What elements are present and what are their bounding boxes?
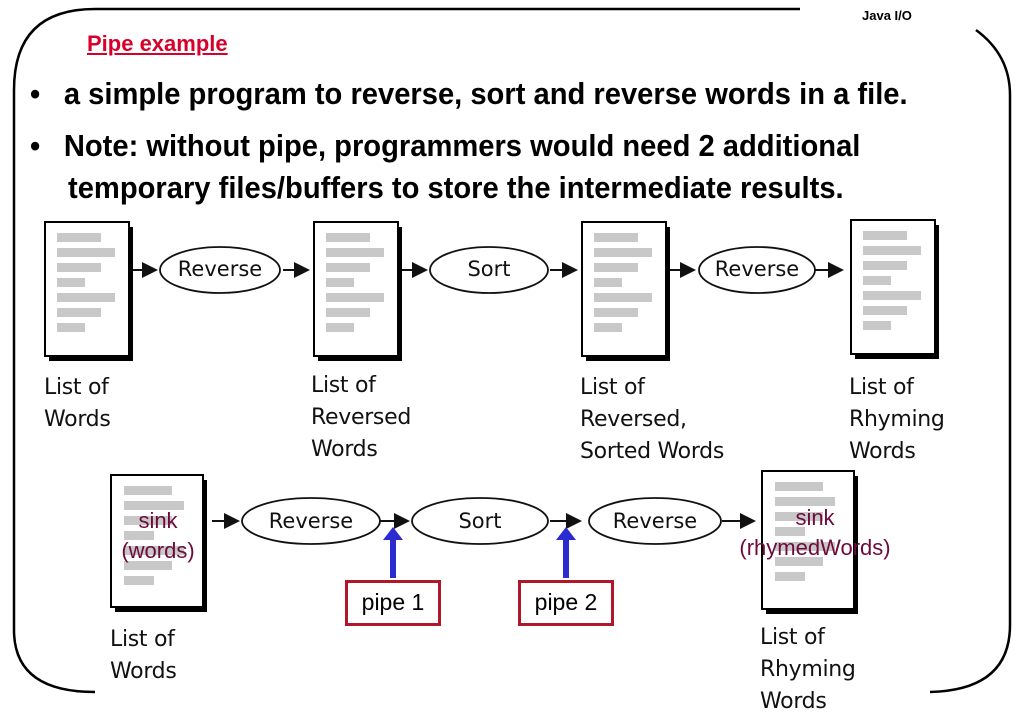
pipe-2-box: pipe 2 [518, 580, 614, 626]
bottom-node-sort [411, 497, 549, 545]
caption-line: Words [849, 439, 916, 464]
bottom-node-reverse-1-label: Reverse [269, 509, 353, 533]
caption-line: Words [760, 689, 827, 714]
bottom-node-reverse-2-label: Reverse [613, 509, 697, 533]
sink-label-line: sink [138, 508, 178, 533]
top-caption-3: List of Reversed, Sorted Words [580, 372, 724, 468]
bullet-1: • a simple program to reverse, sort and r… [30, 72, 908, 116]
bullet-dot-icon: • [30, 76, 41, 111]
caption-line: List of [44, 375, 109, 400]
top-node-reverse-2-label: Reverse [715, 257, 799, 281]
document-icon [581, 221, 673, 368]
bullet-2-text-line-1: Note: without pipe, programmers would ne… [63, 128, 861, 163]
top-caption-1: List of Words [44, 372, 111, 436]
caption-line: Reversed [311, 405, 411, 430]
document-icon [313, 221, 405, 368]
caption-line: Words [44, 407, 111, 432]
bottom-node-reverse-2 [588, 497, 722, 545]
top-node-reverse-1-label: Reverse [178, 257, 262, 281]
target-sink-label: sink (rhymedWords) [720, 503, 910, 563]
caption-line: List of [311, 373, 376, 398]
caption-line: Sorted Words [580, 439, 724, 464]
sink-label-line: (rhymedWords) [739, 535, 891, 560]
sink-label-line: (words) [121, 538, 195, 563]
caption-line: List of [760, 625, 825, 650]
pipe-1-box: pipe 1 [345, 580, 441, 626]
course-label: Java I/O [862, 8, 912, 23]
document-icon [850, 219, 942, 366]
top-node-reverse-2 [698, 246, 816, 294]
bullet-1-text: a simple program to reverse, sort and re… [63, 76, 908, 111]
document-icon [761, 470, 861, 621]
slide-title: Pipe example [87, 31, 228, 56]
bottom-node-sort-label: Sort [458, 509, 501, 533]
caption-line: Rhyming [849, 407, 945, 432]
caption-line: Words [311, 437, 378, 462]
top-node-sort-label: Sort [467, 257, 510, 281]
top-node-sort [429, 246, 549, 294]
caption-line: Reversed, [580, 407, 687, 432]
bullet-2: • Note: without pipe, programmers would n… [30, 124, 860, 168]
source-sink-label: sink (words) [98, 506, 218, 566]
bullet-2-text-line-2: temporary files/buffers to store the int… [68, 170, 844, 205]
caption-line: Words [110, 659, 177, 684]
caption-line: List of [580, 375, 645, 400]
caption-line: Rhyming [760, 657, 856, 682]
caption-line: List of [849, 375, 914, 400]
bullet-dot-icon: • [30, 128, 41, 163]
caption-line: List of [110, 627, 175, 652]
sink-label-line: sink [795, 505, 835, 530]
bottom-node-reverse-1 [241, 497, 381, 545]
bottom-caption-source: List of Words [110, 624, 177, 688]
document-icon [110, 474, 210, 619]
top-node-reverse-1 [159, 246, 281, 294]
document-icon [44, 221, 136, 368]
